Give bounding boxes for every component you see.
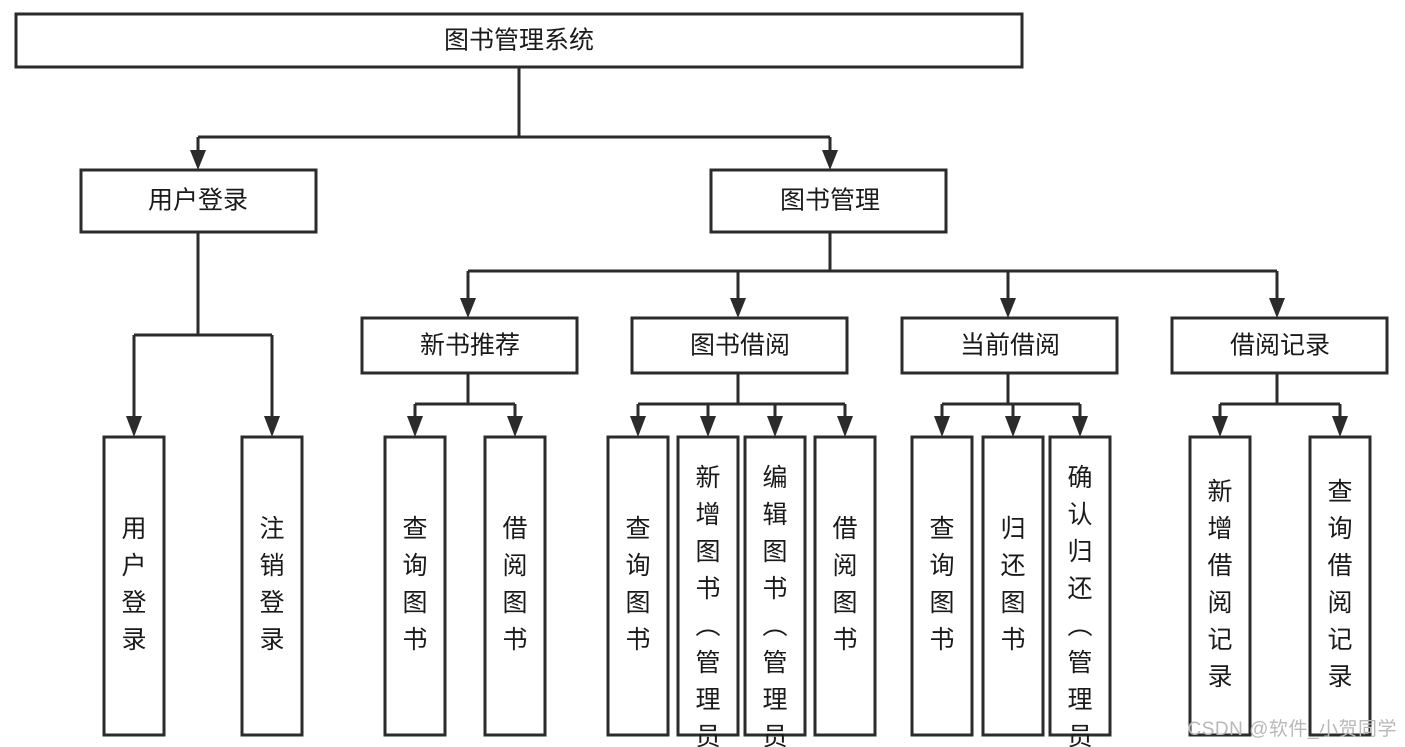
node-user-login-box[interactable] <box>79 168 318 234</box>
node-current-borrow-box[interactable] <box>900 316 1119 375</box>
arrow-head-icon <box>1000 298 1016 318</box>
node-new-book-recommend-label: 新书推荐 <box>420 332 520 360</box>
node-user-login[interactable]: 用户登录 <box>79 168 318 234</box>
leaf-node-layer: 用户登录 注销登录 查询图书 借阅图书 查询图书 新增图书︵管理员︶ 编辑图书︵管理员︶ 借阅… <box>102 435 1372 747</box>
arrow-head-icon <box>822 150 838 170</box>
arrow-head-icon <box>1005 416 1021 437</box>
node-book-borrow-box[interactable] <box>630 316 849 375</box>
leaf-node-label: 新增图书︵管理员︶ <box>695 464 720 747</box>
node-current-borrow-label: 当前借阅 <box>960 332 1060 360</box>
leaf-node-label: 注销登录 <box>259 515 284 654</box>
leaf-node[interactable]: 查询借阅记录 <box>1308 435 1372 737</box>
node-borrow-record[interactable]: 借阅记录 <box>1170 316 1389 375</box>
arrow-head-icon <box>730 298 746 318</box>
node-root-system-box[interactable] <box>14 12 1024 69</box>
leaf-node-label: 新增借阅记录 <box>1207 478 1232 691</box>
leaf-node[interactable]: 查询图书 <box>383 435 447 737</box>
leaf-node[interactable]: 注销登录 <box>240 435 304 737</box>
arrow-head-icon <box>700 416 716 437</box>
node-new-book-recommend-box[interactable] <box>360 316 579 375</box>
leaf-node-label: 查询图书 <box>625 515 650 654</box>
arrow-head-icon <box>837 416 853 437</box>
leaf-node-label: 查询借阅记录 <box>1327 478 1352 691</box>
leaf-node-label: 借阅图书 <box>502 515 527 654</box>
leaf-node[interactable]: 借阅图书 <box>813 435 877 737</box>
node-book-management[interactable]: 图书管理 <box>709 168 948 234</box>
node-book-management-box[interactable] <box>709 168 948 234</box>
node-user-login-label: 用户登录 <box>148 187 248 215</box>
leaf-node-label: 确认归还︵管理员︶ <box>1067 464 1092 747</box>
leaf-node-box[interactable] <box>483 435 547 737</box>
node-root-system-label: 图书管理系统 <box>444 27 594 55</box>
leaf-node-box[interactable] <box>743 435 807 737</box>
arrow-head-icon <box>1212 416 1228 437</box>
arrow-head-icon <box>126 416 142 437</box>
leaf-node-box[interactable] <box>240 435 304 737</box>
leaf-node-box[interactable] <box>676 435 740 737</box>
node-new-book-recommend[interactable]: 新书推荐 <box>360 316 579 375</box>
leaf-node-label: 借阅图书 <box>832 515 857 654</box>
connector-layer <box>126 67 1348 437</box>
node-book-borrow[interactable]: 图书借阅 <box>630 316 849 375</box>
bracket-glyph: ︵ <box>762 612 787 640</box>
leaf-node-box[interactable] <box>981 435 1045 737</box>
leaf-node[interactable]: 新增图书︵管理员︶ <box>676 435 740 747</box>
node-root-system[interactable]: 图书管理系统 <box>14 12 1024 69</box>
leaf-node-box[interactable] <box>813 435 877 737</box>
leaf-node[interactable]: 归还图书 <box>981 435 1045 737</box>
leaf-node[interactable]: 编辑图书︵管理员︶ <box>743 435 807 747</box>
leaf-node-box[interactable] <box>1188 435 1252 737</box>
leaf-node[interactable]: 新增借阅记录 <box>1188 435 1252 737</box>
leaf-node-label: 归还图书 <box>1000 515 1025 654</box>
leaf-node-box[interactable] <box>910 435 974 737</box>
leaf-node-box[interactable] <box>1048 435 1112 737</box>
leaf-node-box[interactable] <box>383 435 447 737</box>
node-current-borrow[interactable]: 当前借阅 <box>900 316 1119 375</box>
arrow-head-icon <box>1269 298 1285 318</box>
leaf-node-label: 查询图书 <box>929 515 954 654</box>
arrow-head-icon <box>264 416 280 437</box>
arrow-head-icon <box>934 416 950 437</box>
bracket-glyph: ︵ <box>1067 612 1092 640</box>
leaf-node[interactable]: 查询图书 <box>606 435 670 737</box>
arrow-head-icon <box>767 416 783 437</box>
arrow-head-icon <box>1072 416 1088 437</box>
leaf-node-label: 编辑图书︵管理员︶ <box>762 464 787 747</box>
leaf-node-label: 查询图书 <box>402 515 427 654</box>
arrow-head-icon <box>190 150 206 170</box>
leaf-node-box[interactable] <box>606 435 670 737</box>
leaf-node-box[interactable] <box>1308 435 1372 737</box>
node-book-management-label: 图书管理 <box>780 187 880 215</box>
node-borrow-record-box[interactable] <box>1170 316 1389 375</box>
leaf-node[interactable]: 借阅图书 <box>483 435 547 737</box>
node-book-borrow-label: 图书借阅 <box>690 332 790 360</box>
bracket-glyph: ︵ <box>695 612 720 640</box>
leaf-node[interactable]: 用户登录 <box>102 435 166 737</box>
arrow-head-icon <box>460 298 476 318</box>
arrow-head-icon <box>407 416 423 437</box>
leaf-node[interactable]: 确认归还︵管理员︶ <box>1048 435 1112 747</box>
arrow-head-icon <box>1332 416 1348 437</box>
leaf-node-box[interactable] <box>102 435 166 737</box>
leaf-node[interactable]: 查询图书 <box>910 435 974 737</box>
node-borrow-record-label: 借阅记录 <box>1230 332 1330 360</box>
leaf-node-label: 用户登录 <box>121 515 146 654</box>
arrow-head-icon <box>507 416 523 437</box>
arrow-head-icon <box>630 416 646 437</box>
